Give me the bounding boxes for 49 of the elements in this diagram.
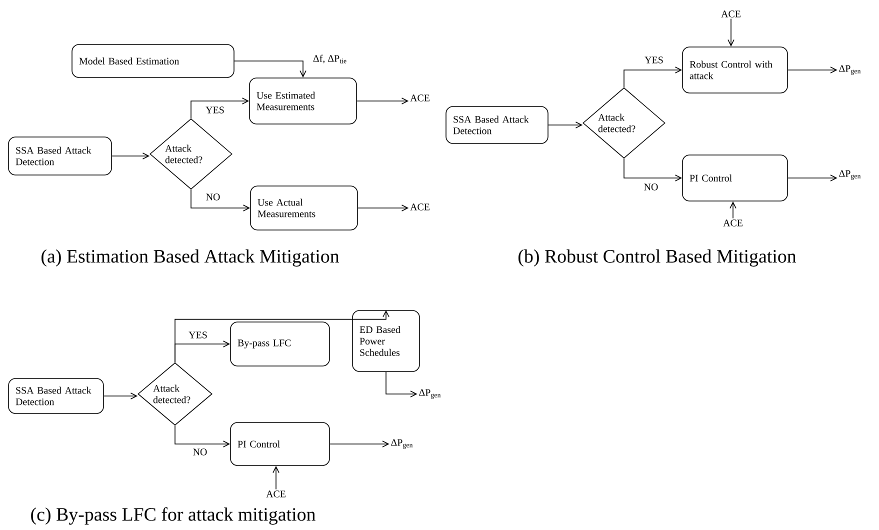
process-box: ED Based Power Schedules (352, 310, 420, 372)
arrow (330, 440, 390, 448)
arrow (358, 204, 409, 212)
signal-label: ACE (266, 490, 286, 498)
arrow (356, 98, 409, 104)
process-box: SSA Based Attack Detection (8, 378, 104, 414)
signal-label: ΔP$_{gen}$ (391, 439, 413, 449)
signal-label: ΔP$_{gen}$ (419, 389, 441, 399)
arrow (104, 392, 138, 400)
arrow (624, 66, 682, 88)
process-box: Robust Control with attack (682, 46, 788, 94)
edge-label: Δf, ΔP$_{tie}$ (312, 54, 348, 64)
edge-label: YES (188, 330, 208, 340)
arrow (272, 466, 280, 490)
process-box: Use Estimated Measurements (249, 78, 357, 124)
signal-label: ACE (721, 10, 740, 18)
arrow (728, 18, 734, 47)
arrow (190, 189, 250, 212)
arrow (548, 122, 583, 128)
process-box: SSA Based Attack Detection (8, 136, 112, 176)
arrow (174, 425, 230, 448)
arrow (788, 174, 838, 182)
edge-label: YES (644, 56, 664, 64)
edge-label: YES (204, 106, 226, 114)
process-box: By-pass LFC (230, 322, 330, 366)
arrow (190, 98, 250, 119)
arrow (624, 158, 682, 182)
arrow (788, 66, 838, 74)
signal-label: ACE (723, 220, 742, 226)
edge-label: NO (204, 192, 222, 202)
signal-label: ACE (410, 204, 430, 210)
process-box: SSA Based Attack Detection (446, 106, 548, 144)
edge-label: NO (192, 448, 208, 456)
signal-label: ΔP$_{gen}$ (839, 170, 861, 180)
arrow (386, 372, 418, 398)
process-box: PI Control (230, 422, 330, 466)
process-box: Use Actual Measurements (250, 186, 358, 230)
subfigure-caption: (b) Robust Control Based Mitigation (518, 249, 796, 267)
edge-label: NO (642, 182, 660, 192)
process-box: PI Control (682, 154, 788, 202)
signal-label: ΔP$_{gen}$ (839, 65, 861, 75)
process-box: Model Based Estimation (72, 44, 234, 78)
arrow (174, 310, 390, 363)
subfigure-caption: (c) By-pass LFC for attack mitigation (31, 507, 316, 525)
signal-label: ACE (410, 94, 430, 102)
arrow (112, 152, 150, 160)
subfigure-caption: (a) Estimation Based Attack Mitigation (42, 249, 340, 267)
arrow (730, 201, 736, 219)
arrow (234, 60, 306, 78)
